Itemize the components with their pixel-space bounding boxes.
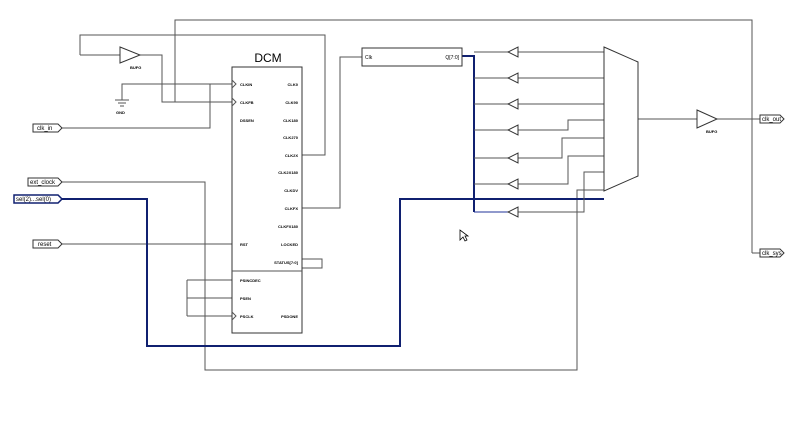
pin-psclk: PSCLK [240, 314, 254, 319]
svg-text:BUFG: BUFG [706, 129, 717, 134]
svg-text:sel(2)...sel(0): sel(2)...sel(0) [16, 197, 51, 203]
pin-locked: LOCKED [281, 242, 298, 247]
pin-dssen: DSSEN [240, 118, 254, 123]
divider-triangle [506, 152, 519, 164]
svg-text:clk_out: clk_out [762, 117, 781, 123]
port-ext-clock[interactable]: ext_clock [27, 177, 63, 187]
pin-status: STATUS[7:0] [274, 260, 299, 265]
svg-text:clk_sys: clk_sys [762, 251, 782, 257]
bufg-out: BUFG [696, 109, 719, 134]
pin-clkfb: CLKFB [240, 100, 254, 105]
bufg-top: BUFG [119, 46, 142, 70]
pin-clkfx180: CLKFX180 [278, 224, 299, 229]
pin-clkfx: CLKFX [285, 206, 299, 211]
svg-text:reset: reset [38, 242, 52, 248]
dcm-title: DCM [254, 51, 281, 65]
divider-triangle [506, 178, 519, 190]
svg-text:clk_in: clk_in [37, 126, 52, 132]
pin-psincdec: PSINCDEC [240, 278, 261, 283]
port-clk-sys[interactable]: clk_sys [759, 248, 785, 258]
svg-text:BUFG: BUFG [130, 65, 141, 70]
pin-psen: PSEN [240, 296, 251, 301]
port-clk-out[interactable]: clk_out [759, 114, 785, 124]
pin-clkdv: CLKDV [284, 188, 298, 193]
divider-triangle [506, 206, 519, 218]
divider-triangle [506, 124, 519, 136]
pin-clk2x: CLK2X [285, 153, 298, 158]
divider-bank [474, 46, 604, 218]
pin-rst: RST [240, 242, 249, 247]
pin-clk180: CLK180 [283, 118, 299, 123]
svg-text:GND: GND [116, 110, 125, 115]
wires [62, 19, 760, 371]
divider-triangle [506, 46, 519, 58]
port-reset[interactable]: reset [32, 239, 63, 249]
pin-clk270: CLK270 [283, 135, 299, 140]
counter-block: Clk Q[7:0] [361, 47, 463, 67]
mouse-cursor-icon [459, 229, 470, 242]
port-sel[interactable]: sel(2)...sel(0) [13, 194, 64, 204]
pin-clk2x180: CLK2X180 [278, 170, 299, 175]
dcm-block: DCM CLKIN CLKFB DSSEN RST CLK0 CLK90 CLK… [231, 51, 303, 334]
counter-clk-label: Clk [365, 55, 373, 61]
multiplexer [603, 46, 639, 192]
pin-clkin: CLKIN [240, 82, 252, 87]
pin-clk90: CLK90 [285, 100, 298, 105]
counter-q-label: Q[7:0] [445, 55, 459, 61]
gnd-symbol: GND [115, 99, 129, 115]
svg-text:ext_clock: ext_clock [30, 180, 56, 186]
port-clk-in[interactable]: clk_in [32, 123, 63, 133]
pin-clk0: CLK0 [288, 82, 299, 87]
divider-triangle [506, 98, 519, 110]
pin-psdone: PSDONE [281, 314, 298, 319]
bus-wires [62, 55, 604, 347]
divider-triangle [506, 72, 519, 84]
